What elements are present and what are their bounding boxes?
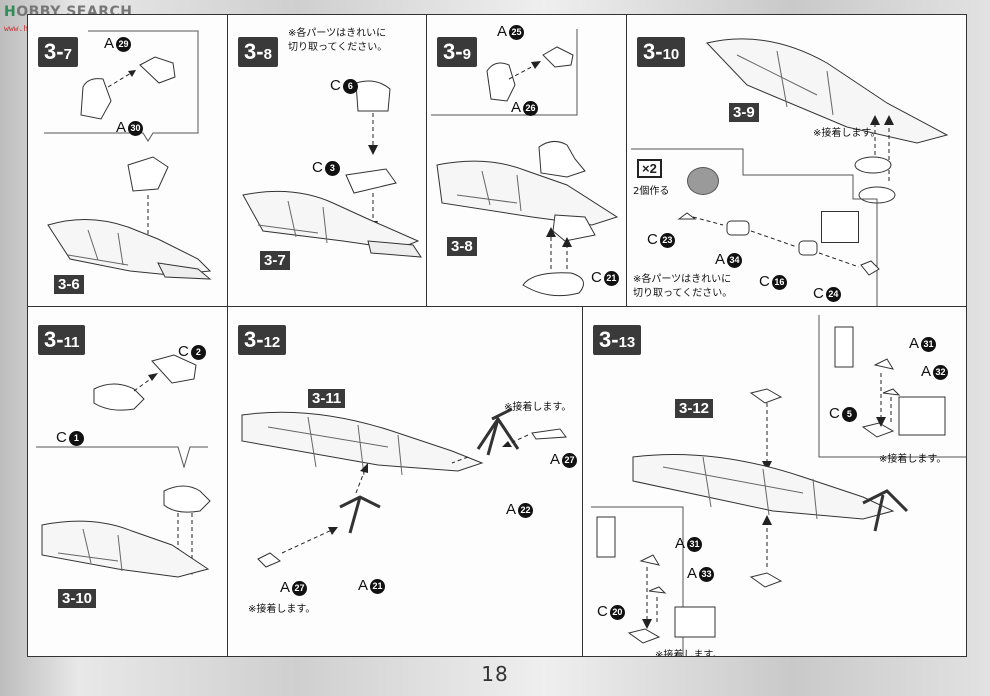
note-cut-clean: ※各パーツはきれいに 切り取ってください。	[288, 28, 388, 53]
note-glue-3-12a: ※接着します。	[504, 402, 572, 413]
note-glue-3-10: ※接着します。	[813, 128, 881, 139]
step-badge-3-9: 3-9	[437, 37, 477, 67]
diagram-3-8	[242, 80, 422, 258]
diagram-3-9	[431, 29, 619, 297]
detail-inset-box	[821, 211, 859, 243]
page-number: 18	[481, 662, 509, 686]
step-badge-3-8: 3-8	[238, 37, 278, 67]
diagram-3-12	[241, 407, 567, 568]
note-glue-3-13a: ※接着します。	[879, 454, 947, 465]
step-badge-3-11: 3-11	[38, 325, 86, 355]
ref-label-3-7: 3-7	[260, 251, 290, 270]
step-badge-3-13: 3-13	[593, 325, 642, 355]
ref-label-3-8: 3-8	[447, 237, 477, 256]
note-cut-clean-3-10: ※各パーツはきれいに 切り取ってください。	[633, 274, 733, 299]
diagram-3-13	[591, 315, 966, 656]
ref-label-3-9: 3-9	[729, 103, 759, 122]
panel-step-3-13: 3-13	[583, 307, 966, 656]
step-badge-3-10: 3-10	[637, 37, 686, 67]
ref-label-3-11: 3-11	[308, 389, 346, 408]
note-glue-3-13b: ※接着します。	[655, 650, 723, 656]
ref-label-3-12: 3-12	[675, 399, 714, 418]
note-glue-3-12b: ※接着します。	[248, 604, 316, 615]
ref-label-3-6: 3-6	[54, 275, 84, 294]
diagram-3-10	[631, 38, 949, 306]
diagram-3-7	[44, 30, 212, 280]
diagram-3-11	[36, 354, 211, 578]
multiplier-badge: ×2	[637, 159, 662, 178]
step-badge-3-12: 3-12	[238, 325, 287, 355]
note-make-two: 2個作る	[633, 186, 670, 197]
color-swatch	[687, 167, 719, 195]
ref-label-3-10: 3-10	[58, 589, 97, 608]
step-badge-3-7: 3-7	[38, 37, 78, 67]
